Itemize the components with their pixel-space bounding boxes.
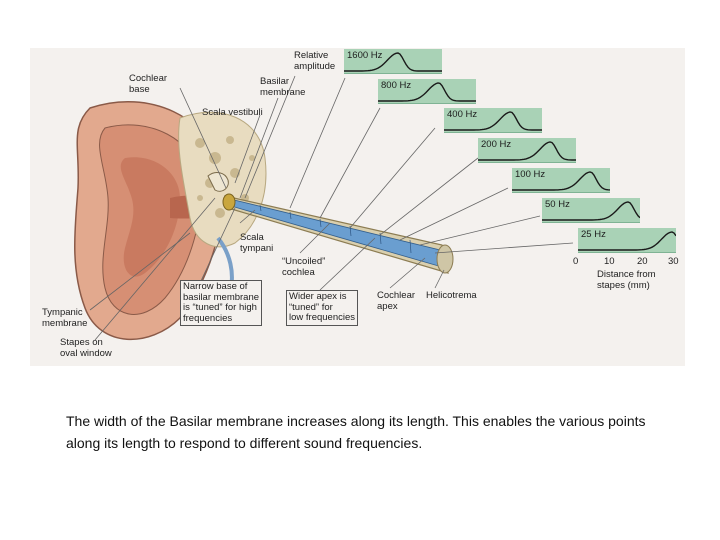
response-curve: [478, 138, 576, 162]
curve: [512, 172, 610, 190]
response-curve: [512, 168, 610, 192]
tick-30: 30: [668, 256, 679, 267]
uncoiled-cochlea-label: “Uncoiled” cochlea: [282, 257, 325, 278]
panel-25hz: 25 Hz: [578, 228, 676, 253]
tympanic-membrane-label: Tympanic membrane: [42, 308, 87, 329]
relative-amplitude-label: Relative amplitude: [294, 51, 335, 72]
curve: [478, 142, 576, 160]
scala-vestibuli-label: Scala vestibuli: [202, 108, 263, 119]
response-curve: [578, 228, 676, 252]
helicotrema-label: Helicotrema: [426, 291, 477, 302]
cochlear-apex-label: Cochlear apex: [377, 291, 415, 312]
curve: [578, 232, 676, 250]
curve: [444, 112, 542, 130]
panel-400hz: 400 Hz: [444, 108, 542, 133]
response-curve: [378, 79, 476, 103]
basilar-membrane-label: Basilar membrane: [260, 77, 305, 98]
curve: [542, 202, 640, 220]
curve: [344, 53, 442, 71]
tick-10: 10: [604, 256, 615, 267]
narrow-base-label: Narrow base of basilar membrane is “tune…: [180, 280, 262, 326]
scala-tympani-label: Scala tympani: [240, 233, 273, 254]
panel-50hz: 50 Hz: [542, 198, 640, 223]
panel-100hz: 100 Hz: [512, 168, 610, 193]
panel-200hz: 200 Hz: [478, 138, 576, 163]
response-curve: [344, 49, 442, 73]
distance-axis-label: Distance from stapes (mm): [597, 270, 656, 291]
tick-20: 20: [637, 256, 648, 267]
cochlear-base-label: Cochlear base: [129, 74, 167, 95]
response-curve: [542, 198, 640, 222]
cochlea-figure: Relative amplitude Cochlear base Basilar…: [30, 48, 685, 366]
response-curve: [444, 108, 542, 132]
curve: [378, 83, 476, 101]
tick-0: 0: [573, 256, 578, 267]
panel-800hz: 800 Hz: [378, 79, 476, 104]
caption: The width of the Basilar membrane increa…: [66, 410, 666, 454]
panel-1600hz: 1600 Hz: [344, 49, 442, 74]
wider-apex-label: Wider apex is “tuned” for low frequencie…: [286, 290, 358, 326]
stapes-label: Stapes on oval window: [60, 338, 112, 359]
